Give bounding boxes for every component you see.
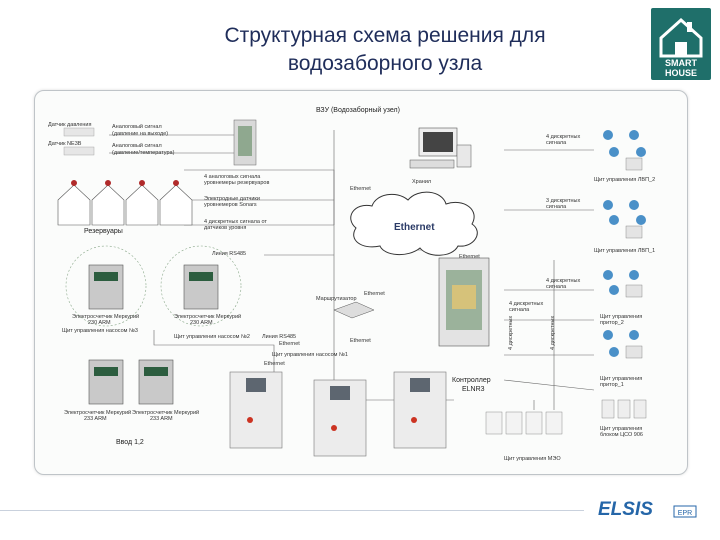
ethernet-label-a: Ethernet [350,186,371,192]
meter-4-label: Электросчетчик Меркурий [132,409,199,416]
meter-1-icon [88,264,124,310]
analog-signal-2b: (давление/температура) [112,150,175,156]
sensor-cluster-2 [603,200,646,239]
sensor-2-icon [63,146,95,156]
right-devices [601,130,647,419]
computer-icon [409,127,472,169]
smart-house-logo: SMART HOUSE [651,8,711,80]
analog-signal-1: Аналоговый сигнал [112,123,162,130]
discrete-r2b-label: сигнала [546,204,567,210]
pump-cabinets [229,371,447,457]
pump-ctrl-3-label: Щит управления насосом №3 [62,328,138,334]
discrete-v1-label: 4 дискретных [508,316,514,350]
elsis-logo-text: ELSIS [598,499,653,520]
sensor-cluster-1 [603,130,646,171]
sensor-1-icon [63,127,95,137]
footer-divider [0,510,584,511]
panel-r2-label: Щит управления ЛВП_1 [594,248,655,254]
elsis-logo-sub: EPR [678,510,692,517]
panel-bottom-label: Щит управления МЭО [504,456,561,462]
analog-4-label: 4 аналоговых сигнала [204,174,261,180]
discrete-r1-label: 4 дискретных [546,134,580,140]
meter-3-label: Электросчетчик Меркурий [64,409,131,416]
discrete-r3-label: 4 дискретных [546,278,580,284]
title-line-1: Структурная схема решения для [224,24,546,47]
router-label: Маршрутизатор [316,296,357,302]
ethernet-label-b: Ethernet [459,254,480,260]
sensor-left-label-2: Датчик NE3B [48,141,82,147]
sensor-cluster-3 [603,270,643,298]
panel-r5b-label: блоком ЦСО 906 [600,432,643,438]
relay-cluster [601,399,647,419]
ethernet-label-f: Ethernet [264,361,285,367]
ethernet-label-e: Ethernet [279,341,300,347]
meter-2-label: Электросчетчик Меркурий [174,313,241,320]
level-sensor-icon [71,180,77,186]
meter-1b-label: 230 ARM [88,320,111,326]
ethernet-cloud: Ethernet [350,191,478,256]
discrete-4-label: 4 дискретных сигнала от [204,219,267,225]
reservoirs [57,180,193,226]
meter-4b-label: 233 ARM [150,416,173,422]
logo-text-line-1: SMART [665,58,697,68]
meters [65,245,242,405]
house-icon [659,17,703,58]
analog-4b-label: уровнемеры резервуаров [204,180,269,186]
panel-r4-label: Щит управления [600,376,642,382]
meter-3-icon [88,359,124,405]
title-line-2: водозаборного узла [287,52,483,75]
sensor-cluster-4 [603,330,643,359]
discrete-r2-label: 3 дискретных [546,198,580,204]
level-sensor-icon [139,180,145,186]
logo-text-line-2: HOUSE [665,68,697,78]
panel-r1-label: Щит управления ЛВП_2 [594,177,655,183]
sensor-left-label-1: Датчик давления [48,122,91,128]
meter-2b-label: 230 ARM [190,320,213,326]
controller-label: Контроллер [452,377,491,384]
ethernet-label-d: Ethernet [350,338,371,344]
header-band [0,0,720,78]
discrete-r4b-label: сигнала [509,307,530,313]
page-title: Структурная схема решения для водозаборн… [150,22,620,78]
panel-r3-label: Щит управления [600,314,642,320]
level-sensors-b-label: уровнемеров Sonars [204,202,257,208]
io-module-board [238,126,252,156]
ethernet-label-c: Ethernet [364,291,385,297]
level-sensor-icon [173,180,179,186]
discrete-v2-label: 4 дискретных [550,316,556,350]
rs485-label-a: Линия RS485 [212,251,246,257]
ethernet-cloud-label: Ethernet [394,222,435,233]
meter-4-icon [138,359,174,405]
discrete-4b-label: датчиков уровня [204,225,246,231]
controller-label-b: ELNR3 [462,386,485,393]
connection-lines [109,130,595,410]
discrete-r1b-label: сигнала [546,140,567,146]
input-label: Ввод 1,2 [116,439,144,446]
panel-r5-label: Щит управления [600,426,642,432]
panel-r3b-label: притор_2 [600,320,624,326]
meter-2-icon [183,264,219,310]
reservoirs-label: Резервуары [84,228,123,235]
panel-r4b-label: притор_1 [600,382,624,388]
controller-icon [438,257,490,347]
discrete-r3b-label: сигнала [546,284,567,290]
discrete-r4-label: 4 дискретных [509,301,543,307]
meter-3b-label: 233 ARM [84,416,107,422]
meter-1-label: Электросчетчик Меркурий [72,313,139,320]
analog-signal-2: Аналоговый сигнал [112,142,162,149]
level-sensor-icon [105,180,111,186]
level-sensors-label: Электродные датчики [204,196,260,202]
diagram-header: ВЗУ (Водозаборный узел) [316,106,400,114]
pc-label: Хранил [412,179,431,185]
structure-diagram: ВЗУ (Водозаборный узел) Датчик давления … [48,106,655,462]
elsis-logo: ELSIS EPR [598,499,697,520]
router-icon [333,301,375,319]
analog-signal-1b: (давление на выходе) [112,131,168,137]
sensor-group: Датчик давления Датчик NE3B Аналоговый с… [48,122,175,156]
bottom-relays [485,411,563,435]
rs485-label-b: Линия RS485 [262,334,296,340]
pump-ctrl-2-label: Щит управления насосом №2 [174,334,250,340]
pump-ctrl-1-label: Щит управления насосом №1 [272,352,348,358]
